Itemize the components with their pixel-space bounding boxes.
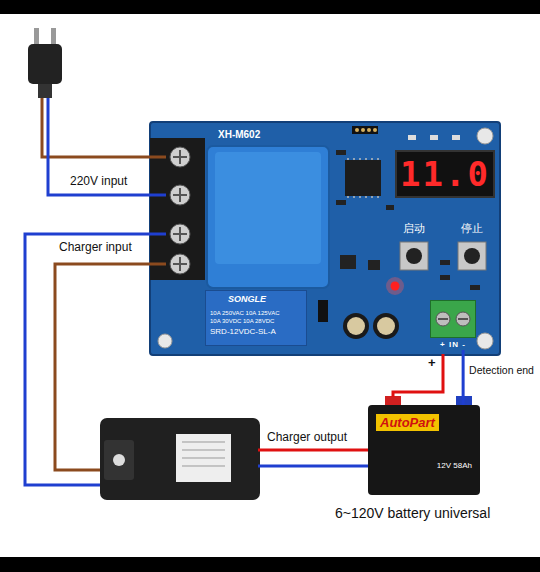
node-text: + IN - bbox=[430, 340, 476, 350]
node-text: AutoPart bbox=[376, 414, 439, 431]
node-text: 11.0 bbox=[400, 154, 490, 194]
led-display: 11.0 bbox=[395, 150, 495, 198]
node-text: XH-M602 bbox=[218, 129, 260, 140]
node-text: 10A 30VDC 10A 28VDC bbox=[210, 317, 302, 325]
node-text: 12V 58Ah bbox=[376, 461, 472, 470]
controller-board: XH-M602 11.0SONGLE 10A 250VAC 10A 125VAC10… bbox=[150, 122, 500, 355]
detection-terminal: + IN - bbox=[430, 300, 476, 350]
wire-label: Charger input bbox=[57, 241, 134, 255]
node-text: SRD-12VDC-SL-A bbox=[210, 327, 302, 337]
polarity-mark: + bbox=[428, 356, 436, 371]
terminal-screws bbox=[431, 301, 475, 335]
edge-label: Detection end bbox=[468, 364, 535, 376]
battery: AutoPart 12V 58Ah bbox=[368, 405, 480, 495]
terminal-body bbox=[430, 300, 476, 338]
caption-label: 6~120V battery universal bbox=[335, 505, 490, 521]
relay: SONGLE 10A 250VAC 10A 125VAC10A 30VDC 10A… bbox=[205, 290, 307, 346]
node-text: SONGLE bbox=[228, 294, 302, 305]
wire-label: 220V input bbox=[68, 175, 129, 189]
detection-wire bbox=[462, 350, 465, 405]
wire-label: Charger output bbox=[265, 431, 349, 445]
node-text: 10A 250VAC 10A 125VAC bbox=[210, 309, 302, 317]
button-label: 停止 bbox=[461, 222, 483, 235]
button-label: 启动 bbox=[403, 222, 425, 235]
